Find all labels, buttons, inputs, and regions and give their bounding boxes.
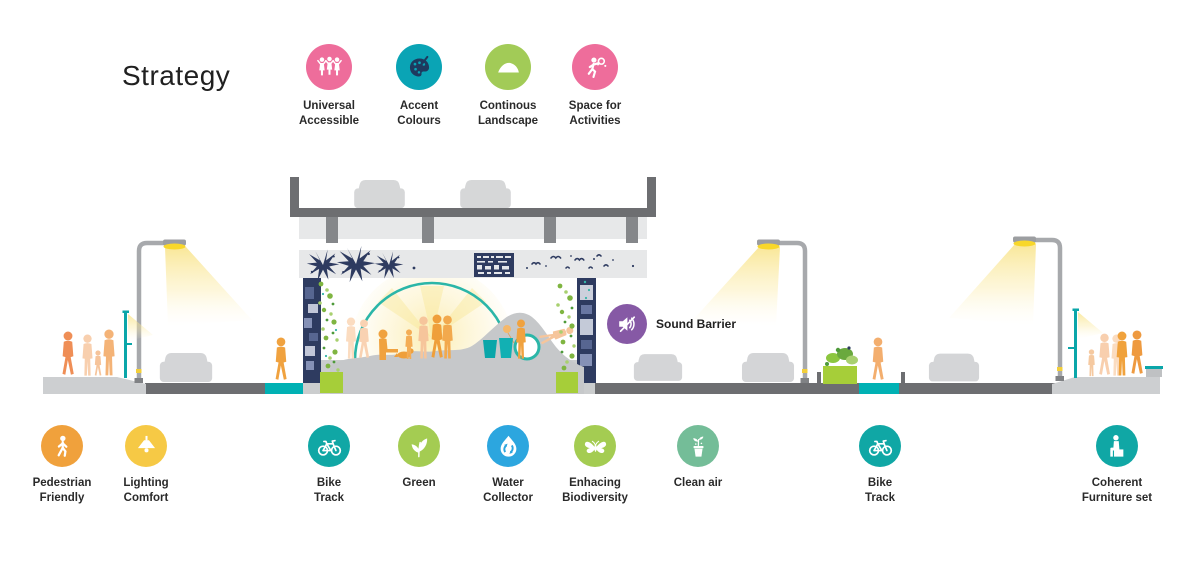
pedestrian-icon — [41, 425, 83, 467]
muted-speaker-icon — [607, 304, 647, 344]
mural-band — [299, 245, 647, 283]
pedestrians — [62, 329, 1143, 380]
icon-label: Lighting Comfort — [123, 477, 169, 504]
sound-barrier-badge: Sound Barrier — [607, 304, 736, 344]
seated-person — [378, 329, 398, 360]
icon-label: Water Collector — [483, 477, 533, 504]
pedestrian-light-left — [122, 310, 153, 378]
water-icon — [487, 425, 529, 467]
feature-item-water-collector: Water Collector — [453, 425, 563, 505]
bike-icon — [859, 425, 901, 467]
column-left — [303, 278, 321, 383]
landscape-icon — [485, 44, 531, 90]
family-left — [62, 329, 115, 376]
car-silhouette — [354, 179, 405, 209]
street-lamp-far-right — [949, 236, 1064, 381]
underpass-people — [345, 314, 575, 360]
feature-item-clean-air: Clean air — [643, 425, 753, 491]
balloon — [503, 325, 511, 333]
palette-icon — [396, 44, 442, 90]
road-planter-box — [823, 366, 857, 384]
pedestrian-light-right — [1068, 308, 1103, 378]
birds-mural — [526, 254, 635, 269]
street-lamps — [122, 236, 1103, 383]
girder-band — [299, 217, 647, 239]
column-right — [577, 278, 596, 383]
street-lamp-left — [134, 239, 252, 383]
feature-item-green: Green — [364, 425, 474, 491]
bridge-deck — [290, 208, 656, 217]
car-silhouette — [741, 353, 795, 382]
butterfly-icon — [574, 425, 616, 467]
furniture-icon — [1096, 425, 1138, 467]
feature-item-accent-colours: Accent Colours — [364, 44, 474, 128]
planter-right — [556, 372, 578, 393]
bike-icon — [308, 425, 350, 467]
parapet-right — [647, 177, 656, 217]
plant-icon — [677, 425, 719, 467]
car-silhouette — [633, 354, 683, 381]
feature-item-lighting-comfort: Lighting Comfort — [91, 425, 201, 505]
overpass-structure — [290, 177, 656, 243]
street-lamp-middle-right — [693, 239, 809, 383]
road-planter-group — [817, 346, 905, 384]
feature-item-bike-track: Bike Track — [274, 425, 384, 505]
icon-label: Bike Track — [313, 477, 345, 504]
icon-label: Continous Landscape — [477, 100, 539, 127]
sound-barrier-label: Sound Barrier — [656, 317, 737, 331]
poster-art — [474, 253, 514, 277]
bollard — [901, 372, 905, 383]
car-silhouette — [928, 353, 980, 382]
leaf-icon — [398, 425, 440, 467]
icon-label: Pedestrian Friendly — [32, 477, 92, 504]
activity-icon — [572, 44, 618, 90]
car-silhouette — [460, 179, 511, 209]
icon-label: Bike Track — [864, 477, 896, 504]
street-bench — [1145, 366, 1163, 377]
feature-item-universal-accessible: Universal Accessible — [274, 44, 384, 128]
parapet-left — [290, 177, 299, 217]
bollard — [817, 372, 821, 383]
planter-left — [320, 372, 343, 393]
right-sidewalk — [1052, 377, 1160, 394]
left-sidewalk — [43, 377, 146, 394]
flower-mural — [306, 245, 416, 283]
people-icon — [306, 44, 352, 90]
feature-item-coherent-furniture-set: Coherent Furniture set — [1062, 425, 1172, 505]
climbing-vines-right — [556, 280, 591, 371]
lamp-icon — [125, 425, 167, 467]
icon-label: Clean air — [673, 477, 723, 489]
feature-item-pedestrian-friendly: Pedestrian Friendly — [7, 425, 117, 505]
page-title: Strategy — [122, 60, 231, 91]
icon-label: Enhacing Biodiversity — [562, 477, 628, 504]
climbing-vines-left — [318, 281, 340, 372]
icon-label: Accent Colours — [397, 100, 441, 127]
bike-lane-left — [265, 383, 305, 394]
car-silhouette — [159, 352, 213, 383]
icon-label: Space for Activities — [568, 100, 622, 127]
feature-item-bike-track: Bike Track — [825, 425, 935, 505]
feature-item-enhacing-biodiversity: Enhacing Biodiversity — [540, 425, 650, 505]
icon-label: Universal Accessible — [298, 100, 360, 127]
road — [145, 383, 1060, 394]
feature-item-continous-landscape: Continous Landscape — [453, 44, 563, 128]
feature-item-space-for-activities: Space for Activities — [540, 44, 650, 128]
group-right — [1088, 330, 1143, 377]
planter-plants — [825, 346, 858, 366]
cyclist-lane-walker-right — [872, 337, 884, 380]
bike-lane-right — [859, 383, 899, 394]
teal-planter-boxes — [483, 338, 513, 358]
icon-label: Green — [402, 477, 436, 489]
cyclist-lane-walker-left — [275, 337, 287, 380]
underpass-scene — [303, 278, 596, 394]
icon-label: Coherent Furniture set — [1081, 477, 1153, 504]
bridge-piers — [326, 217, 638, 243]
